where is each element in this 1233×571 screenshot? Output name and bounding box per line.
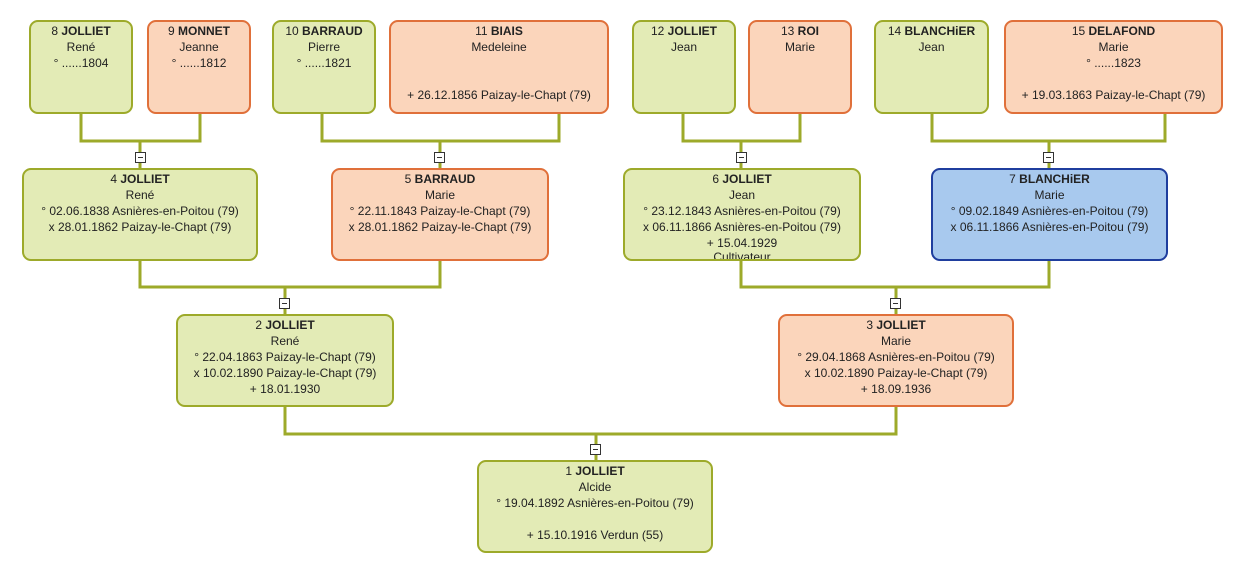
person-card-4[interactable]: 4 JOLLIET René ° 02.06.1838 Asnières-en-…	[22, 168, 258, 261]
person-card-3[interactable]: 3 JOLLIET Marie ° 29.04.1868 Asnières-en…	[778, 314, 1014, 407]
person-detail: ° ......1823	[1086, 56, 1141, 70]
collapse-toggle-7[interactable]	[1043, 152, 1054, 163]
person-first-name: Marie	[880, 334, 911, 348]
person-first-name: Jean	[728, 188, 756, 202]
person-number: 7	[1009, 172, 1016, 186]
person-number: 9	[167, 24, 175, 38]
person-detail	[479, 511, 711, 527]
collapse-toggle-6[interactable]	[736, 152, 747, 163]
person-surname: BLANCHiER	[904, 24, 976, 38]
person-surname: BLANCHiER	[1019, 172, 1090, 186]
person-detail: x 10.02.1890 Paizay-le-Chapt (79)	[193, 366, 377, 380]
person-number: 14	[887, 24, 902, 38]
person-detail	[1006, 71, 1221, 87]
person-number: 10	[285, 24, 299, 38]
person-first-name: Medeleine	[471, 40, 527, 54]
person-detail: + 26.12.1856 Paizay-le-Chapt (79)	[407, 88, 591, 102]
person-surname: JOLLIET	[722, 172, 772, 186]
person-detail: + 18.09.1936	[860, 382, 932, 396]
person-first-name: Marie	[1034, 188, 1065, 202]
person-first-name: Marie	[424, 188, 455, 202]
person-card-8[interactable]: 8 JOLLIET René ° ......1804	[29, 20, 133, 114]
person-detail: x 06.11.1866 Asnières-en-Poitou (79)	[643, 220, 841, 234]
person-number: 2	[255, 318, 262, 332]
person-detail: + 15.04.1929	[706, 236, 778, 250]
collapse-toggle-2[interactable]	[279, 298, 290, 309]
person-surname: BIAIS	[490, 24, 523, 38]
person-card-6[interactable]: 6 JOLLIET Jean ° 23.12.1843 Asnières-en-…	[623, 168, 861, 261]
person-number: 13	[780, 24, 795, 38]
person-first-name: Jean	[670, 40, 698, 54]
person-detail: x 28.01.1862 Paizay-le-Chapt (79)	[48, 220, 232, 234]
collapse-toggle-3[interactable]	[890, 298, 901, 309]
collapse-toggle-5[interactable]	[434, 152, 445, 163]
person-detail: + 15.10.1916 Verdun (55)	[526, 528, 664, 542]
person-first-name: Marie	[784, 40, 815, 54]
person-surname: JOLLIET	[120, 172, 170, 186]
person-card-5[interactable]: 5 BARRAUD Marie ° 22.11.1843 Paizay-le-C…	[331, 168, 549, 261]
person-first-name: Jean	[918, 40, 945, 54]
person-card-1[interactable]: 1 JOLLIET Alcide ° 19.04.1892 Asnières-e…	[477, 460, 713, 553]
person-detail: x 10.02.1890 Paizay-le-Chapt (79)	[804, 366, 988, 380]
person-number: 3	[866, 318, 873, 332]
person-card-12[interactable]: 12 JOLLIET Jean	[632, 20, 736, 114]
person-detail: ° 19.04.1892 Asnières-en-Poitou (79)	[496, 496, 694, 510]
person-card-7[interactable]: 7 BLANCHiER Marie ° 09.02.1849 Asnières-…	[931, 168, 1168, 261]
person-detail	[391, 55, 607, 71]
person-detail: ° 23.12.1843 Asnières-en-Poitou (79)	[643, 204, 841, 218]
person-first-name: René	[270, 334, 300, 348]
person-surname: JOLLIET	[61, 24, 111, 38]
person-detail: + 19.03.1863 Paizay-le-Chapt (79)	[1021, 88, 1206, 102]
person-detail: ° ......1821	[296, 56, 352, 70]
person-card-9[interactable]: 9 MONNET Jeanne ° ......1812	[147, 20, 251, 114]
person-first-name: René	[66, 40, 96, 54]
person-first-name: Jeanne	[179, 40, 219, 54]
person-card-2[interactable]: 2 JOLLIET René ° 22.04.1863 Paizay-le-Ch…	[176, 314, 394, 407]
person-number: 4	[110, 172, 117, 186]
person-surname: BARRAUD	[414, 172, 476, 186]
person-number: 1	[565, 464, 572, 478]
person-card-13[interactable]: 13 ROI Marie	[748, 20, 852, 114]
person-card-14[interactable]: 14 BLANCHiER Jean	[874, 20, 989, 114]
person-detail: x 06.11.1866 Asnières-en-Poitou (79)	[950, 220, 1149, 234]
collapse-toggle-4[interactable]	[135, 152, 146, 163]
collapse-toggle-1[interactable]	[590, 444, 601, 455]
person-detail: ° ......1812	[171, 56, 227, 70]
person-detail: ° ......1804	[53, 56, 109, 70]
person-number: 6	[712, 172, 719, 186]
person-detail: + 18.01.1930	[249, 382, 321, 396]
person-surname: ROI	[797, 24, 820, 38]
person-card-10[interactable]: 10 BARRAUD Pierre ° ......1821	[272, 20, 376, 114]
person-surname: DELAFOND	[1088, 24, 1156, 38]
person-number: 5	[404, 172, 412, 186]
person-number: 8	[51, 24, 58, 38]
person-detail: x 28.01.1862 Paizay-le-Chapt (79)	[348, 220, 532, 234]
person-occupation: Cultivateur	[713, 250, 771, 261]
person-surname: MONNET	[178, 24, 231, 38]
person-surname: JOLLIET	[667, 24, 718, 38]
person-number: 11	[475, 24, 488, 38]
person-detail: ° 09.02.1849 Asnières-en-Poitou (79)	[950, 204, 1149, 218]
person-surname: BARRAUD	[302, 24, 363, 38]
person-detail: ° 22.04.1863 Paizay-le-Chapt (79)	[194, 350, 376, 364]
person-card-11[interactable]: 11 BIAIS Medeleine + 26.12.1856 Paizay-l…	[389, 20, 609, 114]
person-first-name: Marie	[1098, 40, 1129, 54]
person-detail: ° 02.06.1838 Asnières-en-Poitou (79)	[41, 204, 239, 218]
person-detail	[391, 71, 607, 87]
person-number: 12	[650, 24, 665, 38]
person-surname: JOLLIET	[575, 464, 625, 478]
person-card-15[interactable]: 15 DELAFOND Marie ° ......1823 + 19.03.1…	[1004, 20, 1223, 114]
person-detail: ° 29.04.1868 Asnières-en-Poitou (79)	[797, 350, 995, 364]
person-number: 15	[1071, 24, 1086, 38]
person-first-name: René	[125, 188, 155, 202]
person-surname: JOLLIET	[876, 318, 926, 332]
person-first-name: Pierre	[307, 40, 340, 54]
person-detail: ° 22.11.1843 Paizay-le-Chapt (79)	[349, 204, 531, 218]
person-surname: JOLLIET	[265, 318, 315, 332]
person-first-name: Alcide	[578, 480, 612, 494]
